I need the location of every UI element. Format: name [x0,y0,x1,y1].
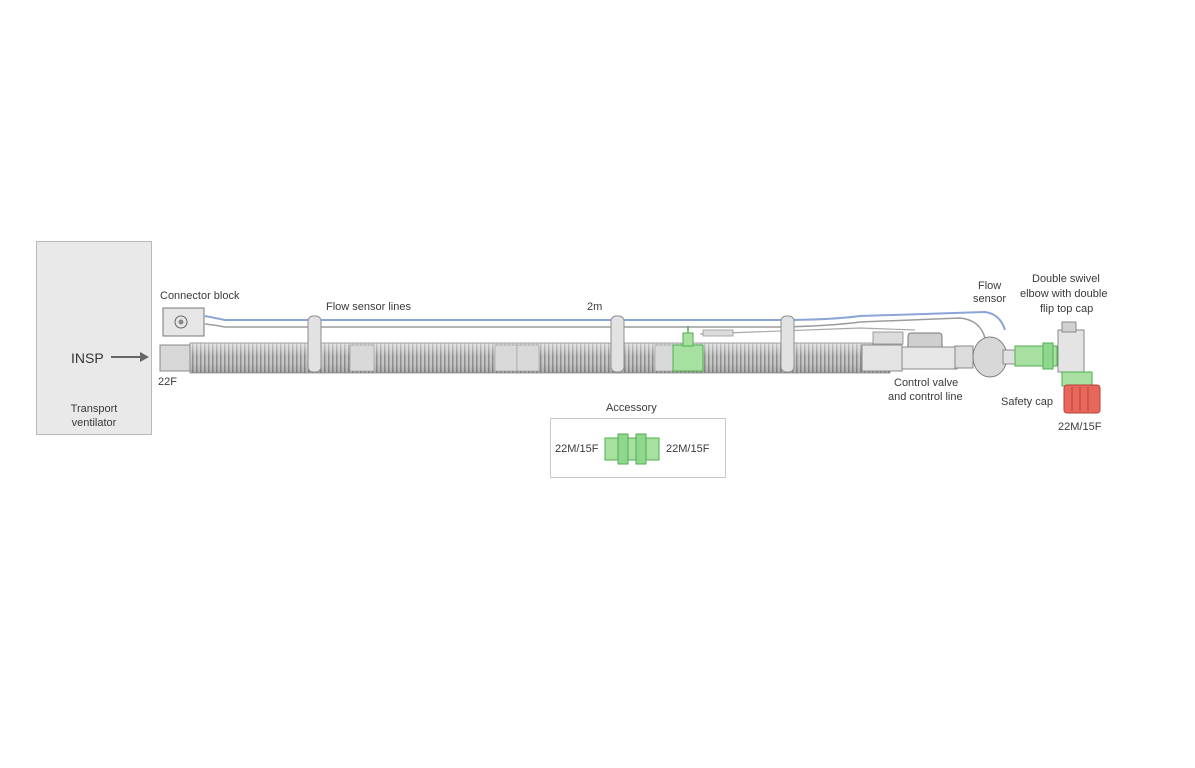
safety-cap [1063,384,1101,414]
connector-block-label: Connector block [160,290,240,302]
connector-block [162,307,205,337]
accessory-title: Accessory [606,402,657,414]
ventilator-name: Transport ventilator [70,403,118,429]
insp-label: INSP [71,350,104,366]
corrugated-tube [159,342,891,374]
flow-sensor-label-1: Flow [978,280,1002,292]
control-valve [861,331,958,372]
accessory-connector [604,433,660,465]
safety-cap-label: Safety cap [1001,396,1053,408]
tube-clip [307,315,795,373]
length-label: 2m [587,301,603,313]
elbow-label-2: elbow with double [1020,288,1108,300]
elbow-label-1: Double swivel [1032,273,1100,285]
flow-sensor [954,336,1018,378]
flow-sensor-label-2: sensor [973,293,1007,305]
port-22f-label: 22F [158,376,177,388]
elbow-label-3: flip top cap [1040,303,1094,315]
port-22m15f-label: 22M/15F [1058,421,1102,433]
control-valve-label-2: and control line [888,391,963,403]
green-port-connector [672,326,734,372]
accessory-right-label: 22M/15F [666,443,710,455]
control-valve-label-1: Control valve [894,377,959,389]
flow-sensor-lines [204,310,1006,339]
flow-sensor-lines-label: Flow sensor lines [326,301,411,313]
accessory-left-label: 22M/15F [555,443,599,455]
arrow-icon [111,352,149,362]
swivel-elbow [1014,321,1093,387]
transport-ventilator [36,241,152,435]
